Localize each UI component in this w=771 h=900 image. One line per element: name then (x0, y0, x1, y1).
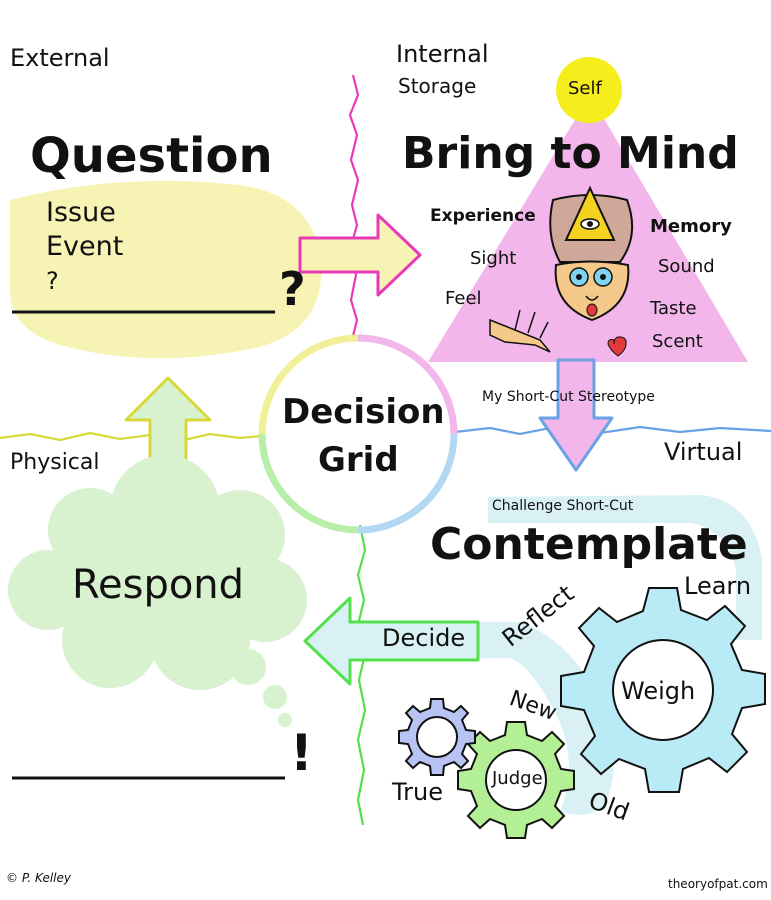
question-item-event: Event (46, 231, 124, 262)
gear-judge (457, 721, 575, 839)
sense-feel: Feel (445, 288, 482, 309)
sense-scent: Scent (652, 331, 703, 352)
question-end-mark: ? (279, 262, 306, 316)
divider-top-pink (348, 74, 360, 341)
label-external: External (10, 44, 110, 72)
arrow-to-contemplate (538, 358, 614, 472)
respond-end-mark: ! (290, 724, 313, 782)
respond-title: Respond (72, 562, 245, 608)
question-title: Question (30, 128, 273, 184)
sense-experience: Experience (430, 206, 536, 226)
head-illustration (549, 185, 634, 322)
gear-true (398, 698, 476, 776)
stereotype-label: My Short-Cut Stereotype (482, 389, 655, 405)
question-item-issue: Issue (46, 197, 116, 228)
sense-memory: Memory (650, 216, 732, 237)
respond-cloud (8, 455, 307, 727)
arrow-to-respond (303, 596, 480, 686)
contemplate-title: Contemplate (430, 519, 748, 570)
bring-to-mind-title: Bring to Mind (402, 128, 739, 179)
question-item-unknown: ? (46, 267, 59, 295)
decision-grid-ring (258, 334, 458, 534)
contemplate-weigh: Weigh (621, 677, 696, 705)
self-sun (556, 57, 622, 123)
decision-grid-line1: Decision (282, 392, 445, 432)
hand-icon (489, 309, 551, 353)
contemplate-decide: Decide (382, 624, 466, 652)
label-physical: Physical (10, 450, 100, 475)
decision-grid-line2: Grid (318, 440, 399, 480)
gear-weigh (560, 587, 766, 793)
contemplate-judge: Judge (492, 768, 543, 789)
sense-sound: Sound (658, 256, 715, 277)
divider-bottom-green (356, 524, 368, 826)
challenge-label: Challenge Short-Cut (492, 498, 634, 514)
label-virtual: Virtual (664, 438, 743, 466)
arrow-to-bring-to-mind (298, 213, 422, 297)
label-storage: Storage (398, 74, 477, 98)
challenge-band (488, 495, 762, 640)
copyright: © P. Kelley (6, 871, 72, 885)
heart-icon (607, 336, 627, 357)
contemplate-true: True (392, 778, 443, 806)
divider-left-yellow (0, 431, 263, 443)
divider-right-blue (454, 424, 771, 436)
decide-band (380, 622, 614, 815)
contemplate-learn: Learn (684, 572, 752, 600)
sense-taste: Taste (650, 298, 697, 319)
self-label: Self (568, 78, 602, 99)
label-internal: Internal (396, 40, 489, 68)
question-blob (10, 180, 322, 359)
sense-sight: Sight (470, 248, 517, 269)
site-url: theoryofpat.com (668, 877, 768, 891)
